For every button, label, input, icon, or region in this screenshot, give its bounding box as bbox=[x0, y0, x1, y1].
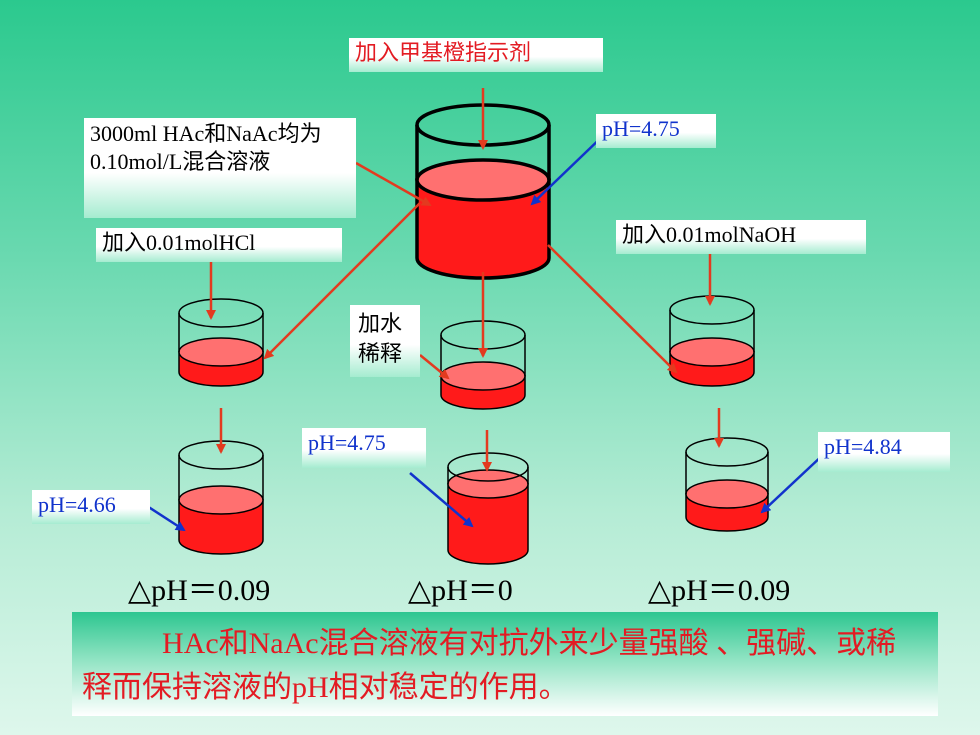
delta-ph-base: △pH＝0.09 bbox=[648, 574, 791, 607]
base-beaker-1-liquid-surface bbox=[669, 337, 755, 367]
arrow-to-base bbox=[547, 244, 678, 374]
ph-original-label: pH=4.75 bbox=[596, 114, 716, 148]
water-beaker-2 bbox=[447, 452, 529, 565]
add-water-label: 加水稀释 bbox=[350, 305, 420, 377]
acid-beaker-1-rim bbox=[178, 298, 264, 328]
source-solution-label: 3000ml HAc和NaAc均为0.10mol/L混合溶液 bbox=[84, 118, 356, 218]
delta-ph-acid: △pH＝0.09 bbox=[128, 574, 271, 607]
pointer-ph-base bbox=[760, 452, 826, 514]
pointer-ph-original bbox=[530, 130, 609, 206]
base-beaker-2-liquid-surface bbox=[685, 479, 769, 509]
main-beaker-liquid bbox=[415, 178, 551, 280]
water-beaker-1-liquid-surface bbox=[440, 361, 526, 391]
water-beaker-2-liquid bbox=[447, 483, 529, 565]
add-naoh-label: 加入0.01molNaOH bbox=[616, 220, 866, 254]
arrow-water-label bbox=[419, 354, 450, 380]
acid-beaker-2-liquid bbox=[178, 499, 264, 555]
add-hcl-label: 加入0.01molHCl bbox=[96, 228, 342, 262]
ph-water-label: pH=4.75 bbox=[302, 428, 426, 468]
add-indicator-label: 加入甲基橙指示剂 bbox=[349, 38, 603, 72]
pointer-ph-water bbox=[409, 472, 474, 528]
acid-beaker-1-liquid-surface bbox=[178, 337, 264, 367]
conclusion-text: HAc和NaAc混合溶液有对抗外来少量强酸 、强碱、或稀释而保持溶液的pH相对稳… bbox=[82, 627, 897, 704]
water-beaker-2-liquid-surface bbox=[447, 469, 529, 499]
acid-beaker-1 bbox=[178, 298, 264, 387]
conclusion-box: HAc和NaAc混合溶液有对抗外来少量强酸 、强碱、或稀释而保持溶液的pH相对稳… bbox=[72, 612, 938, 716]
base-beaker-1-rim bbox=[669, 295, 755, 325]
base-beaker-1 bbox=[669, 295, 755, 387]
acid-beaker-2 bbox=[178, 440, 264, 555]
ph-acid-label: pH=4.66 bbox=[32, 490, 150, 524]
base-beaker-2-rim bbox=[685, 437, 769, 467]
ph-base-label: pH=4.84 bbox=[818, 432, 950, 472]
acid-beaker-2-liquid-surface bbox=[178, 485, 264, 515]
arrow-source-label bbox=[355, 161, 432, 207]
base-beaker-2 bbox=[685, 437, 769, 532]
arrow-to-acid bbox=[263, 202, 421, 360]
pointer-ph-acid bbox=[146, 504, 186, 532]
main-beaker-liquid-surface bbox=[415, 158, 551, 202]
delta-ph-water: △pH＝0 bbox=[408, 574, 513, 607]
water-beaker-1 bbox=[440, 320, 526, 410]
main-beaker bbox=[415, 103, 551, 280]
